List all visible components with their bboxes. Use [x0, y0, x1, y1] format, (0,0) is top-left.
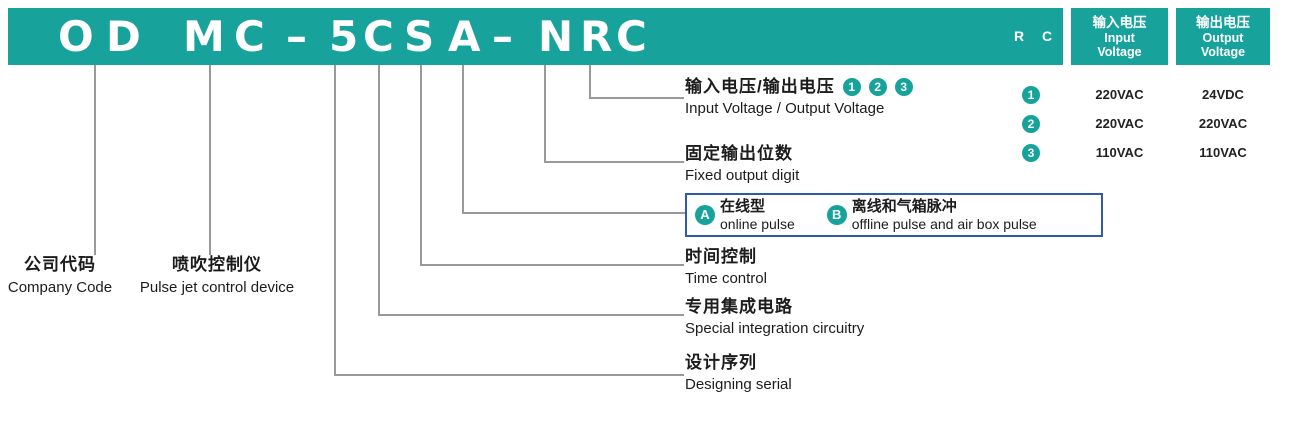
input-voltage-value: 220VAC	[1095, 87, 1144, 102]
connector-line-device	[209, 65, 211, 255]
fixed-digit-label-en: Fixed output digit	[685, 167, 800, 184]
rc-column-label: R C	[1014, 28, 1060, 44]
company-code-label-zh: 公司代码	[24, 255, 96, 274]
model-code-char: D	[106, 12, 141, 61]
callout-fixed-output-digit: 固定输出位数 Fixed output digit	[685, 144, 799, 185]
badge-3-icon: 3	[894, 78, 913, 96]
input-voltage-header-en: Voltage	[1097, 44, 1142, 59]
output-voltage-value: 24VDC	[1202, 87, 1244, 102]
output-voltage-column-header: 输出电压 Output Voltage	[1176, 8, 1270, 65]
connector-line-serial	[334, 65, 336, 376]
io-voltage-label-en: Input Voltage / Output Voltage	[685, 100, 885, 117]
time-control-label-en: Time control	[685, 270, 767, 287]
output-voltage-value: 220VAC	[1198, 116, 1248, 131]
time-control-label-zh: 时间控制	[685, 247, 757, 266]
serial-label-zh: 设计序列	[685, 353, 757, 372]
voltage-table-row: 1 220VAC 24VDC	[0, 86, 1298, 104]
device-label-en: Pulse jet control device	[139, 279, 295, 296]
type-a-label-en: online pulse	[720, 215, 795, 232]
connector-line-fixed-digit	[544, 65, 546, 163]
callout-io-voltage: 输入电压/输出电压 1 2 3 Input Voltage / Output V…	[685, 77, 913, 118]
output-voltage-header-zh: 输出电压	[1196, 14, 1250, 30]
connector-line-integration	[378, 314, 684, 316]
connector-line-io-voltage	[589, 97, 684, 99]
badge-b-icon: B	[826, 205, 847, 225]
model-code-char: O	[58, 12, 94, 61]
type-a-label-zh: 在线型	[720, 197, 766, 215]
model-code-char: C	[616, 12, 647, 61]
type-b-label-zh: 离线和气箱脉冲	[851, 197, 957, 215]
model-code-char: A	[448, 12, 481, 61]
pulse-type-option-a: A 在线型 online pulse	[695, 198, 795, 233]
callout-time-control: 时间控制 Time control	[685, 247, 767, 288]
model-code-bar: O D M C – 5 C S A – N R C R C	[8, 8, 1063, 65]
output-voltage-header-en: Voltage	[1200, 44, 1246, 59]
type-b-label-en: offline pulse and air box pulse	[851, 215, 1037, 232]
company-code-label-en: Company Code	[7, 279, 113, 296]
connector-line-io-voltage	[589, 65, 591, 99]
device-label-zh: 喷吹控制仪	[172, 255, 262, 274]
model-code-char: C	[363, 12, 394, 61]
input-voltage-value: 110VAC	[1095, 145, 1144, 160]
badge-3-icon: 3	[1022, 144, 1040, 162]
model-code-dash: –	[286, 12, 307, 61]
connector-line-type	[462, 65, 464, 214]
connector-line-time	[420, 65, 422, 266]
model-code-char: N	[538, 12, 574, 61]
callout-pulse-jet-device: 喷吹控制仪 Pulse jet control device	[116, 255, 318, 297]
pulse-type-option-b: B 离线和气箱脉冲 offline pulse and air box puls…	[826, 197, 1037, 233]
model-code-char: 5	[329, 12, 359, 61]
input-voltage-header-zh: 输入电压	[1092, 14, 1147, 30]
voltage-table-row: 2 220VAC 220VAC	[0, 115, 1298, 133]
badge-1-icon: 1	[842, 78, 861, 96]
badge-2-icon: 2	[868, 78, 887, 96]
connector-line-serial	[334, 374, 684, 376]
input-voltage-column-header: 输入电压 Input Voltage	[1071, 8, 1168, 65]
badge-1-icon: 1	[1022, 86, 1040, 104]
serial-label-en: Designing serial	[685, 376, 792, 393]
badge-2-icon: 2	[1022, 115, 1040, 133]
model-code-char: C	[234, 12, 265, 61]
model-code-char: S	[404, 12, 435, 61]
callout-designing-serial: 设计序列 Designing serial	[685, 353, 792, 394]
pulse-type-box: A 在线型 online pulse B 离线和气箱脉冲 offline pul…	[685, 193, 1103, 237]
integration-label-en: Special integration circuitry	[685, 320, 865, 337]
callout-company-code: 公司代码 Company Code	[2, 255, 118, 297]
fixed-digit-label-zh: 固定输出位数	[685, 144, 793, 163]
integration-label-zh: 专用集成电路	[685, 297, 793, 316]
connector-line-type	[462, 212, 685, 214]
model-code-char: R	[580, 12, 613, 61]
connector-line-fixed-digit	[544, 161, 684, 163]
connector-line-time	[420, 264, 684, 266]
input-voltage-value: 220VAC	[1095, 116, 1144, 131]
callout-integration-circuitry: 专用集成电路 Special integration circuitry	[685, 297, 864, 338]
output-voltage-header-en: Output	[1202, 30, 1244, 45]
io-voltage-label-zh: 输入电压/输出电压	[685, 77, 835, 96]
input-voltage-header-en: Input	[1104, 30, 1135, 45]
model-code-dash: –	[492, 12, 513, 61]
connector-line-integration	[378, 65, 380, 316]
model-code-char: M	[183, 12, 225, 61]
output-voltage-value: 110VAC	[1199, 145, 1247, 160]
voltage-table-row: 3 110VAC 110VAC	[0, 144, 1298, 162]
connector-line-company	[94, 65, 96, 255]
badge-a-icon: A	[695, 205, 715, 225]
